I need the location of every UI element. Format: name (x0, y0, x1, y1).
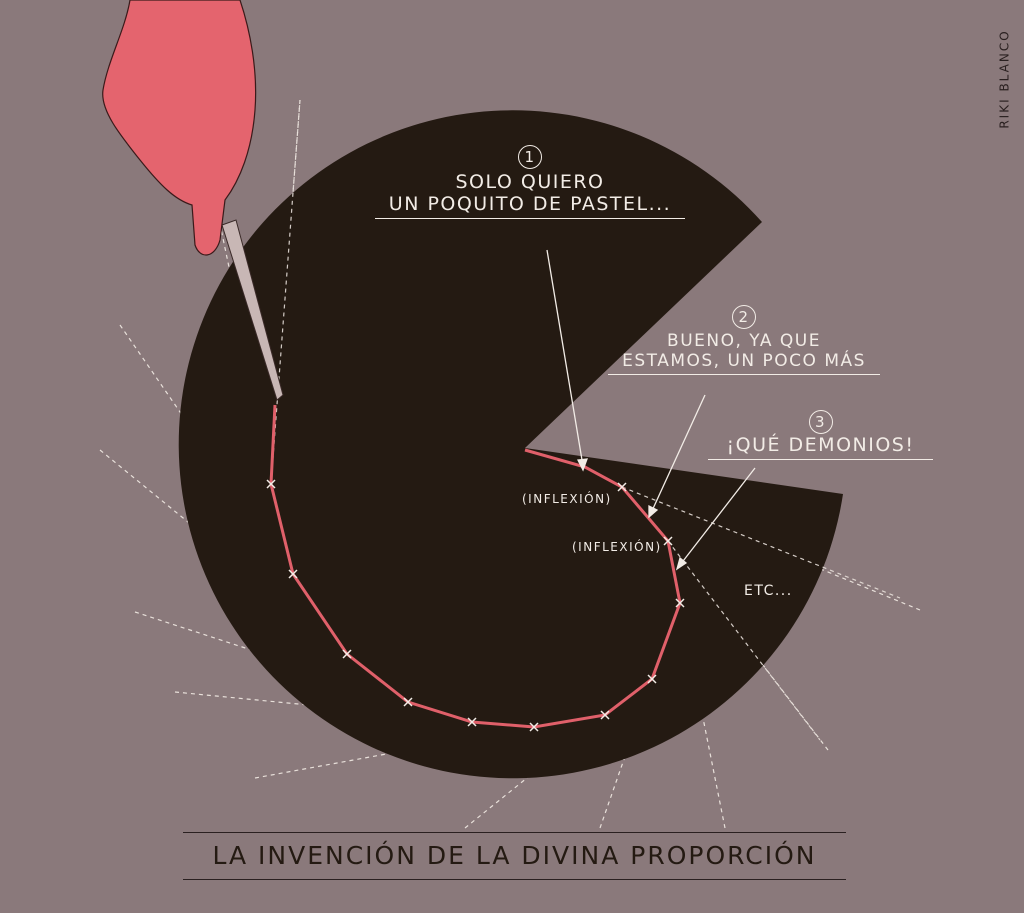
note-number: 2 (732, 305, 756, 329)
note-line: SOLO QUIERO (455, 171, 605, 193)
etc-label: ETC... (744, 583, 793, 599)
note-line: ¡QUÉ DEMONIOS! (708, 434, 933, 460)
note-line: ESTAMOS, UN POCO MÁS (608, 351, 880, 375)
inflexion-label: (INFLEXIÓN) (522, 492, 612, 506)
signature: RIKI BLANCO (997, 29, 1012, 129)
note-line: UN POQUITO DE PASTEL... (375, 193, 685, 219)
note-number: 1 (518, 145, 542, 169)
note-line: BUENO, YA QUE (667, 331, 821, 351)
page-title: LA INVENCIÓN DE LA DIVINA PROPORCIÓN (212, 841, 817, 870)
note-number: 3 (808, 410, 833, 434)
note-2: 2 BUENO, YA QUE ESTAMOS, UN POCO MÁS (608, 305, 880, 375)
knife (221, 219, 284, 401)
cut-spiral (269, 404, 682, 729)
note-1: 1 SOLO QUIERO UN POQUITO DE PASTEL... (375, 145, 685, 219)
title-frame: LA INVENCIÓN DE LA DIVINA PROPORCIÓN (183, 832, 846, 880)
inflexion-label: (INFLEXIÓN) (572, 540, 662, 554)
arrows (546, 249, 756, 571)
note-3: 3 ¡QUÉ DEMONIOS! (708, 410, 933, 460)
cut-marks (266, 479, 685, 732)
hand (102, 0, 257, 256)
